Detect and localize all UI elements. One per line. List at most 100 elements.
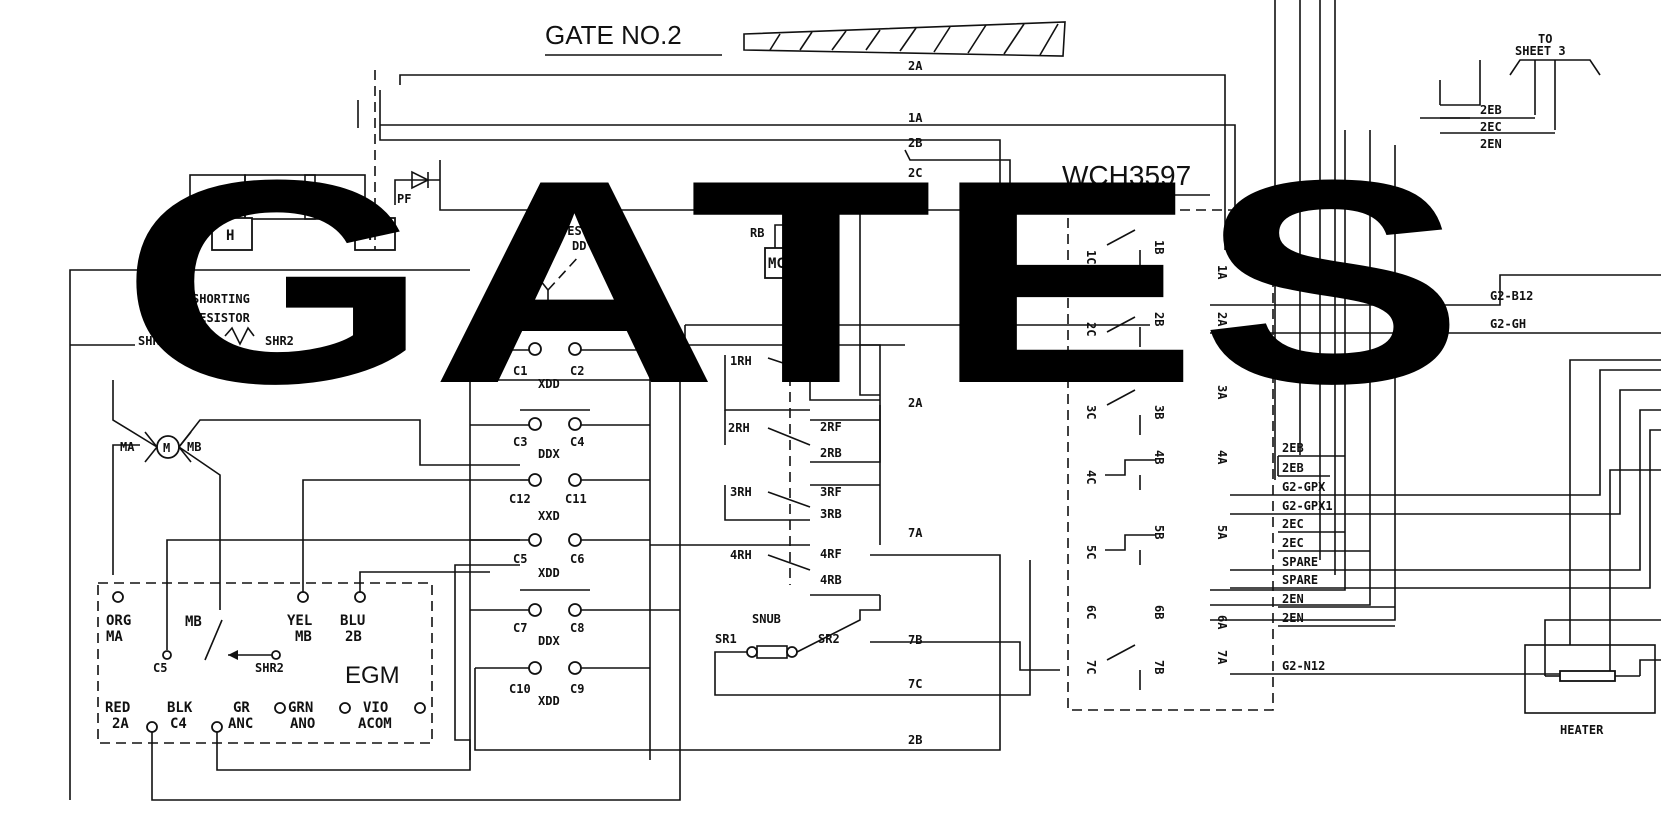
svg-text:4RH: 4RH <box>730 548 752 562</box>
wire-label-7a: 7A <box>908 196 923 210</box>
mcr-rb: RB <box>750 226 764 240</box>
egm-ma: MA <box>106 629 123 645</box>
svg-text:C1: C1 <box>513 364 527 378</box>
svg-text:4RF: 4RF <box>820 547 842 561</box>
svg-text:C11: C11 <box>565 492 587 506</box>
svg-text:C6: C6 <box>570 552 584 566</box>
svg-text:G2-GPX1: G2-GPX1 <box>1282 499 1333 513</box>
svg-text:2C: 2C <box>1084 322 1098 336</box>
sheet-ref-to: TO <box>1538 32 1552 46</box>
relay-4: 4RH 4RF 4RB <box>650 544 880 596</box>
dd-label: DD <box>572 239 586 253</box>
svg-text:4B: 4B <box>1152 450 1166 464</box>
svg-text:G2-GPX: G2-GPX <box>1282 480 1326 494</box>
svg-text:XDD: XDD <box>538 566 560 580</box>
egm-gr: GR <box>233 700 250 716</box>
svg-text:3RB: 3RB <box>820 507 842 521</box>
wire-label-7b: 7B <box>908 633 922 647</box>
test-label: TEST <box>560 224 589 238</box>
motor-center-label: M <box>163 441 170 455</box>
egm-2b: 2B <box>345 629 362 645</box>
svg-text:XDD: XDD <box>538 377 560 391</box>
svg-text:C12: C12 <box>509 492 531 506</box>
shr1-label: SHR1 <box>138 334 167 348</box>
svg-text:2RB: 2RB <box>820 446 842 460</box>
gates-overlay-text: GATES <box>120 120 1465 444</box>
sr2-label: SR2 <box>818 632 840 646</box>
egm-blu: BLU <box>340 613 365 629</box>
snubber-icon <box>756 645 788 659</box>
egm-title: EGM <box>345 662 400 689</box>
svg-text:XDD: XDD <box>538 694 560 708</box>
svg-text:4A: 4A <box>1215 450 1229 465</box>
wire-label-2c: 2C <box>908 166 922 180</box>
svg-text:C8: C8 <box>570 621 584 635</box>
svg-text:7B: 7B <box>1152 660 1166 674</box>
hf-label: HF <box>248 192 262 206</box>
svg-text:1C: 1C <box>1084 250 1098 264</box>
svg-text:7A: 7A <box>1215 650 1229 665</box>
terminal-list: 2EB 2EB G2-GPX G2-GPX1 2EC 2EC SPARE SPA… <box>1230 369 1661 675</box>
egm-vio: VIO <box>363 700 388 716</box>
sr1-label: SR1 <box>715 632 737 646</box>
svg-text:2RH: 2RH <box>728 421 750 435</box>
relay-panel-box <box>1067 209 1274 711</box>
svg-text:3A: 3A <box>1215 385 1229 400</box>
resistor-icon <box>224 326 255 346</box>
wire-2ec-top: 2EC <box>1480 120 1502 134</box>
wire-2eb-top: 2EB <box>1480 103 1502 117</box>
wire-2en-top: 2EN <box>1480 137 1502 151</box>
svg-text:6B: 6B <box>1152 605 1166 619</box>
svg-text:2B: 2B <box>1152 312 1166 326</box>
mcr-box <box>764 247 811 279</box>
egm-mb2: MB <box>295 629 312 645</box>
mcr-r: R <box>808 226 816 240</box>
contact-stack <box>469 335 651 760</box>
egm-anc: ANC <box>228 716 253 732</box>
contact-c5-c6: C5 C6 XDD <box>470 533 650 580</box>
svg-text:DDX: DDX <box>538 447 560 461</box>
svg-text:1B: 1B <box>1152 240 1166 254</box>
svg-text:2RF: 2RF <box>820 420 842 434</box>
hs-label: HS <box>194 192 208 206</box>
egm-box <box>97 582 433 744</box>
egm-c5: C5 <box>153 661 167 675</box>
egm-shr2: SHR2 <box>255 661 284 675</box>
svg-text:G2-N12: G2-N12 <box>1282 659 1325 673</box>
svg-text:2EN: 2EN <box>1282 611 1304 625</box>
wire-label-7a-mid: 7A <box>908 526 923 540</box>
svg-text:3RF: 3RF <box>820 485 842 499</box>
relay-1: 1RH <box>724 354 880 411</box>
svg-text:5A: 5A <box>1215 525 1229 540</box>
svg-text:C9: C9 <box>570 682 584 696</box>
motor-mb-label: MB <box>187 440 201 454</box>
svg-text:5C: 5C <box>1084 545 1098 559</box>
svg-text:6C: 6C <box>1084 605 1098 619</box>
ps-label: PS <box>338 192 352 206</box>
svg-text:C5: C5 <box>513 552 527 566</box>
svg-text:DDX: DDX <box>538 634 560 648</box>
run-label: RUN <box>516 239 538 253</box>
egm-ano: ANO <box>290 716 315 732</box>
h-relay-label: H <box>226 228 234 244</box>
egm-acom: ACOM <box>358 716 392 732</box>
svg-text:2EB: 2EB <box>1282 461 1304 475</box>
diode-icon <box>411 170 430 190</box>
svg-text:4C: 4C <box>1084 470 1098 484</box>
heater-label: HEATER <box>1560 723 1604 737</box>
svg-text:C3: C3 <box>513 435 527 449</box>
shr2-label: SHR2 <box>265 334 294 348</box>
svg-text:2A: 2A <box>1215 312 1229 327</box>
h-relay <box>211 217 253 251</box>
wire-label-2b-bottom: 2B <box>908 733 922 747</box>
svg-text:1A: 1A <box>1215 265 1229 280</box>
egm-2a: 2A <box>112 716 129 732</box>
svg-text:SPARE: SPARE <box>1282 573 1318 587</box>
svg-text:5B: 5B <box>1152 525 1166 539</box>
gate-header: GATE NO.2 <box>545 20 682 50</box>
svg-text:2EC: 2EC <box>1282 536 1304 550</box>
